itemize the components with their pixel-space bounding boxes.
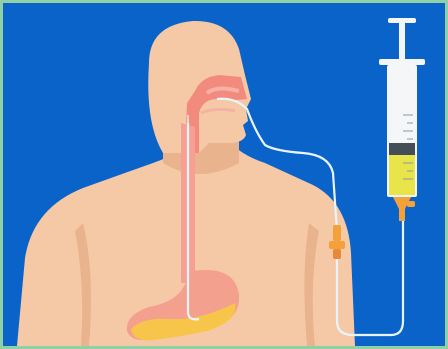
syringe-icon: [379, 18, 425, 221]
ng-tube-illustration: [3, 3, 445, 346]
